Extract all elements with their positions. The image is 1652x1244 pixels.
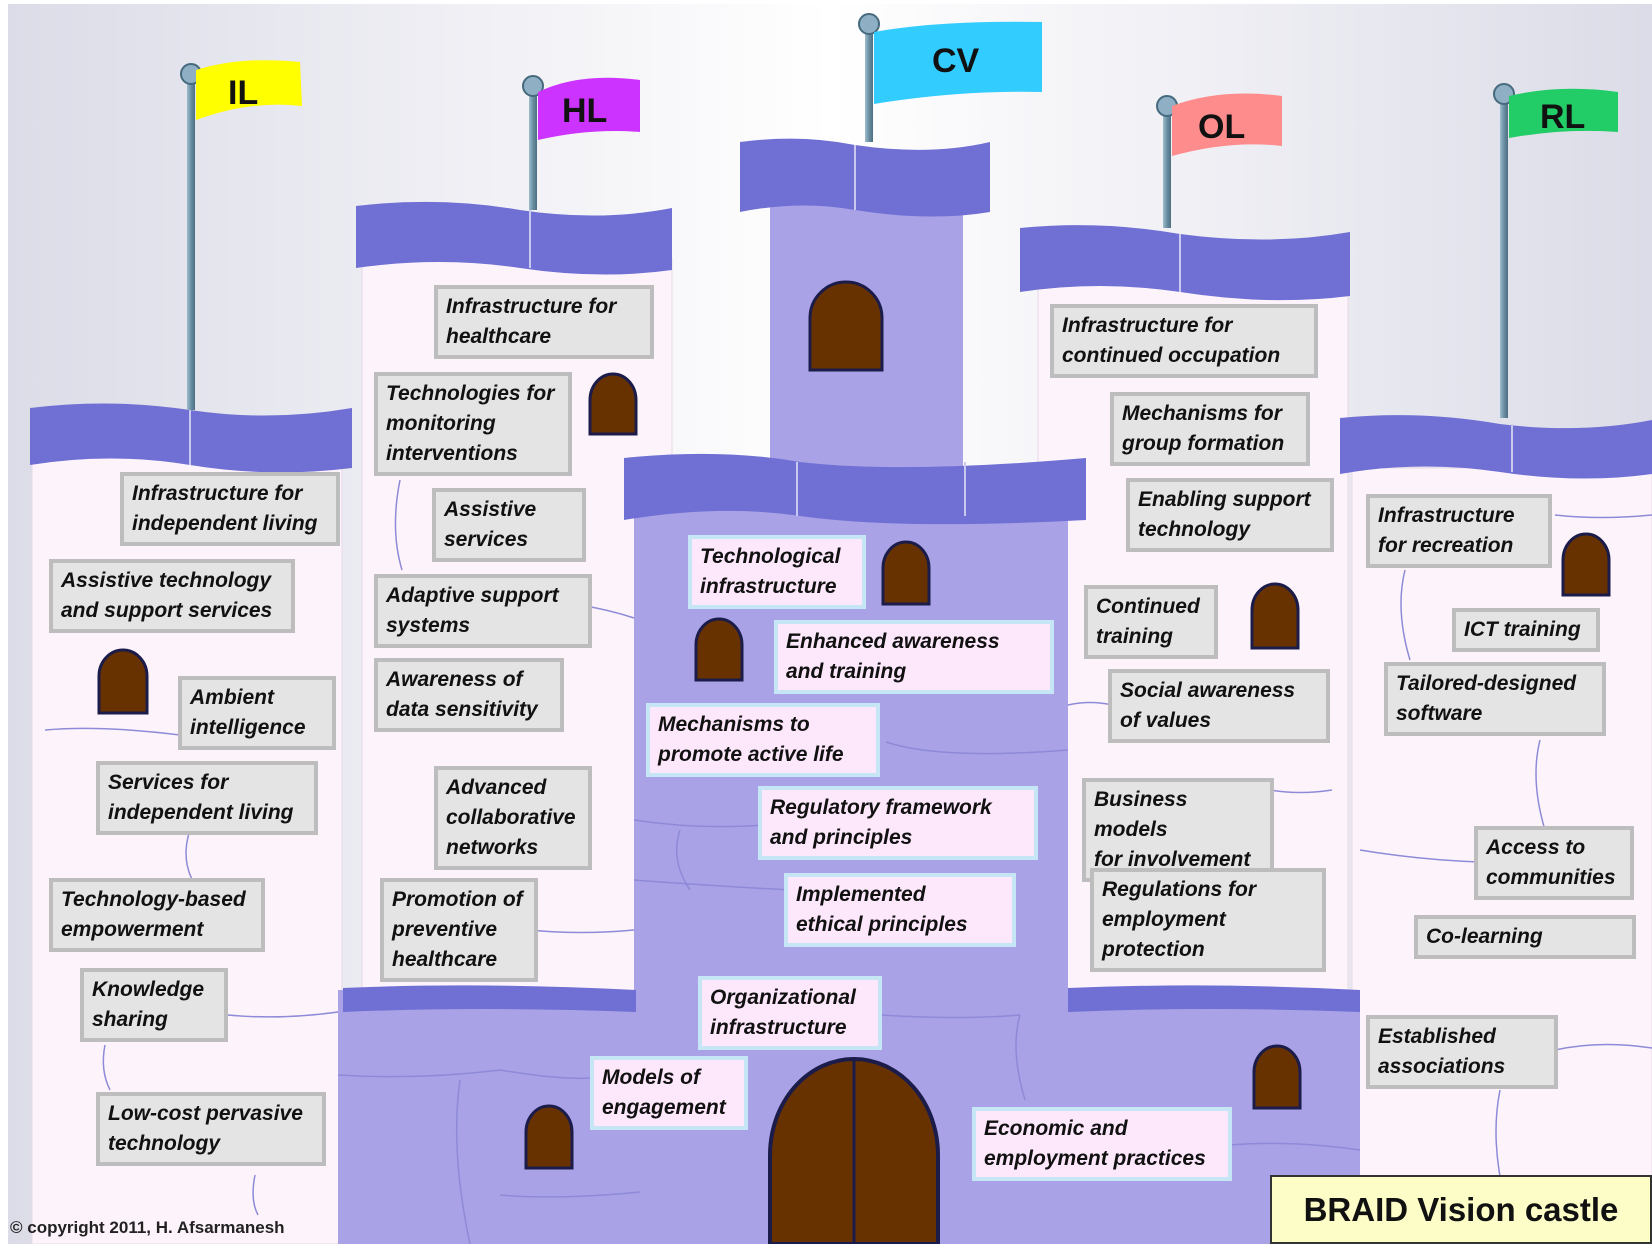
cv-label: Technological infrastructure xyxy=(688,535,866,609)
ol-label: Social awareness of values xyxy=(1108,669,1330,743)
hl-label: Infrastructure for healthcare xyxy=(434,285,654,359)
il-label: Ambient intelligence xyxy=(178,676,336,750)
cv-label: Organizational infrastructure xyxy=(698,976,882,1050)
ol-label: Regulations for employment protection xyxy=(1090,868,1326,972)
flag-hl xyxy=(538,77,640,140)
cv-label: Regulatory framework and principles xyxy=(758,786,1038,860)
il-label: Infrastructure for independent living xyxy=(120,472,340,546)
hl-label: Technologies for monitoring intervention… xyxy=(374,372,572,476)
flag-rl xyxy=(1509,88,1618,138)
flag-cv xyxy=(874,21,1042,104)
main-door xyxy=(768,1057,940,1244)
flags xyxy=(196,21,1618,156)
flag-ol xyxy=(1172,93,1282,156)
il-label: Services for independent living xyxy=(96,761,318,835)
ol-label: Continued training xyxy=(1084,585,1218,659)
ol-label: Enabling support technology xyxy=(1126,478,1334,552)
flag-poles xyxy=(180,13,1515,418)
flag-rl-label: RL xyxy=(1540,98,1586,136)
copyright-text: © copyright 2011, H. Afsarmanesh xyxy=(10,1218,285,1237)
il-label: Assistive technology and support service… xyxy=(49,559,295,633)
rl-label: Established associations xyxy=(1366,1015,1558,1089)
ol-label: Business models for involvement xyxy=(1082,778,1274,882)
rl-label: Access to communities xyxy=(1474,826,1634,900)
ol-label: Mechanisms for group formation xyxy=(1110,392,1310,466)
cv-label: Mechanisms to promote active life xyxy=(646,703,880,777)
hl-label: Promotion of preventive healthcare xyxy=(380,878,538,982)
battlements xyxy=(30,138,1652,1012)
flag-il-label: IL xyxy=(228,74,259,112)
hl-label: Advanced collaborative networks xyxy=(434,766,592,870)
flag-ol-label: OL xyxy=(1198,108,1246,146)
il-label: Technology-based empowerment xyxy=(49,878,265,952)
windows xyxy=(97,280,1611,1170)
hl-label: Adaptive support systems xyxy=(374,574,592,648)
rl-label: Co-learning xyxy=(1414,915,1636,959)
cv-label: Enhanced awareness and training xyxy=(774,620,1054,694)
il-label: Low-cost pervasive technology xyxy=(96,1092,326,1166)
rl-label: Tailored-designed software xyxy=(1384,662,1606,736)
flag-cv-label: CV xyxy=(932,42,980,80)
ol-label: Infrastructure for continued occupation xyxy=(1050,304,1318,378)
il-label: Knowledge sharing xyxy=(80,968,228,1042)
rl-label: ICT training xyxy=(1452,608,1600,652)
flag-il xyxy=(196,60,302,120)
rl-label: Infrastructure for recreation xyxy=(1366,494,1552,568)
cv-label: Implemented ethical principles xyxy=(784,873,1016,947)
cv-label: Models of engagement xyxy=(590,1056,748,1130)
cv-label: Economic and employment practices xyxy=(972,1107,1232,1181)
hl-label: Awareness of data sensitivity xyxy=(374,658,564,732)
hl-label: Assistive services xyxy=(432,488,586,562)
diagram-title: BRAID Vision castle xyxy=(1270,1175,1652,1244)
flag-hl-label: HL xyxy=(562,92,608,130)
